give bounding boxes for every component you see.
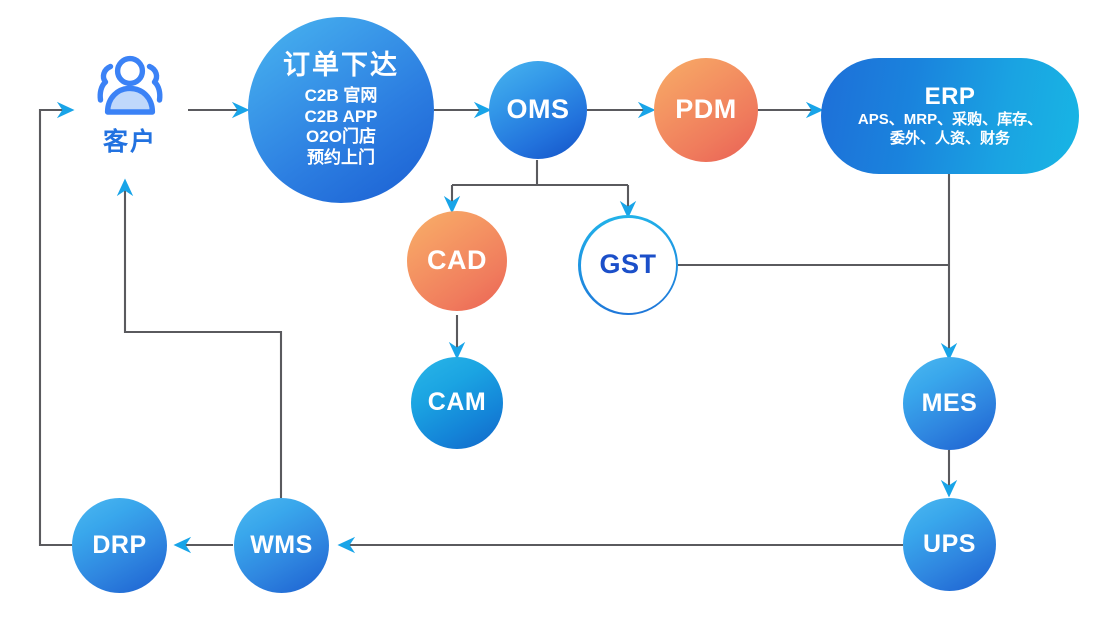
ups-title: UPS — [923, 529, 976, 558]
order-line-2: C2B APP — [304, 106, 378, 126]
pdm-title: PDM — [675, 94, 737, 125]
cam-title: CAM — [427, 388, 487, 417]
gst-ring — [578, 215, 678, 315]
node-cam[interactable]: CAM — [411, 357, 503, 449]
connector-wms-to-customer — [116, 178, 283, 498]
order-line-3: O2O门店 — [306, 127, 376, 147]
oms-title: OMS — [506, 94, 570, 125]
order-line-4: 预约上门 — [307, 148, 375, 168]
node-order-placement[interactable]: 订单下达 C2B 官网 C2B APP O2O门店 预约上门 — [248, 17, 434, 203]
node-wms[interactable]: WMS — [234, 498, 329, 593]
gst-title: GST — [599, 249, 657, 280]
customer-label: 客户 — [102, 128, 157, 156]
node-oms[interactable]: OMS — [489, 61, 587, 159]
drp-title: DRP — [92, 530, 147, 559]
node-cad[interactable]: CAD — [407, 211, 507, 311]
order-title: 订单下达 — [283, 50, 399, 81]
wms-title: WMS — [250, 530, 313, 559]
node-pdm[interactable]: PDM — [654, 58, 758, 162]
mes-title: MES — [921, 388, 978, 417]
node-erp[interactable]: ERP APS、MRP、采购、库存、 委外、人资、财务 — [821, 58, 1079, 174]
order-line-1: C2B 官网 — [304, 85, 378, 105]
erp-line-1: APS、MRP、采购、库存、 — [857, 111, 1043, 129]
cad-title: CAD — [427, 245, 487, 276]
node-gst[interactable]: GST — [578, 215, 678, 315]
node-ups[interactable]: UPS — [903, 498, 996, 591]
erp-line-2: 委外、人资、财务 — [889, 129, 1010, 147]
node-drp[interactable]: DRP — [72, 498, 167, 593]
erp-title: ERP — [924, 83, 976, 110]
connector-drp-to-customer — [38, 101, 75, 547]
node-mes[interactable]: MES — [903, 357, 996, 450]
node-customer[interactable]: 客户 — [78, 52, 182, 164]
users-group-icon — [97, 55, 163, 115]
